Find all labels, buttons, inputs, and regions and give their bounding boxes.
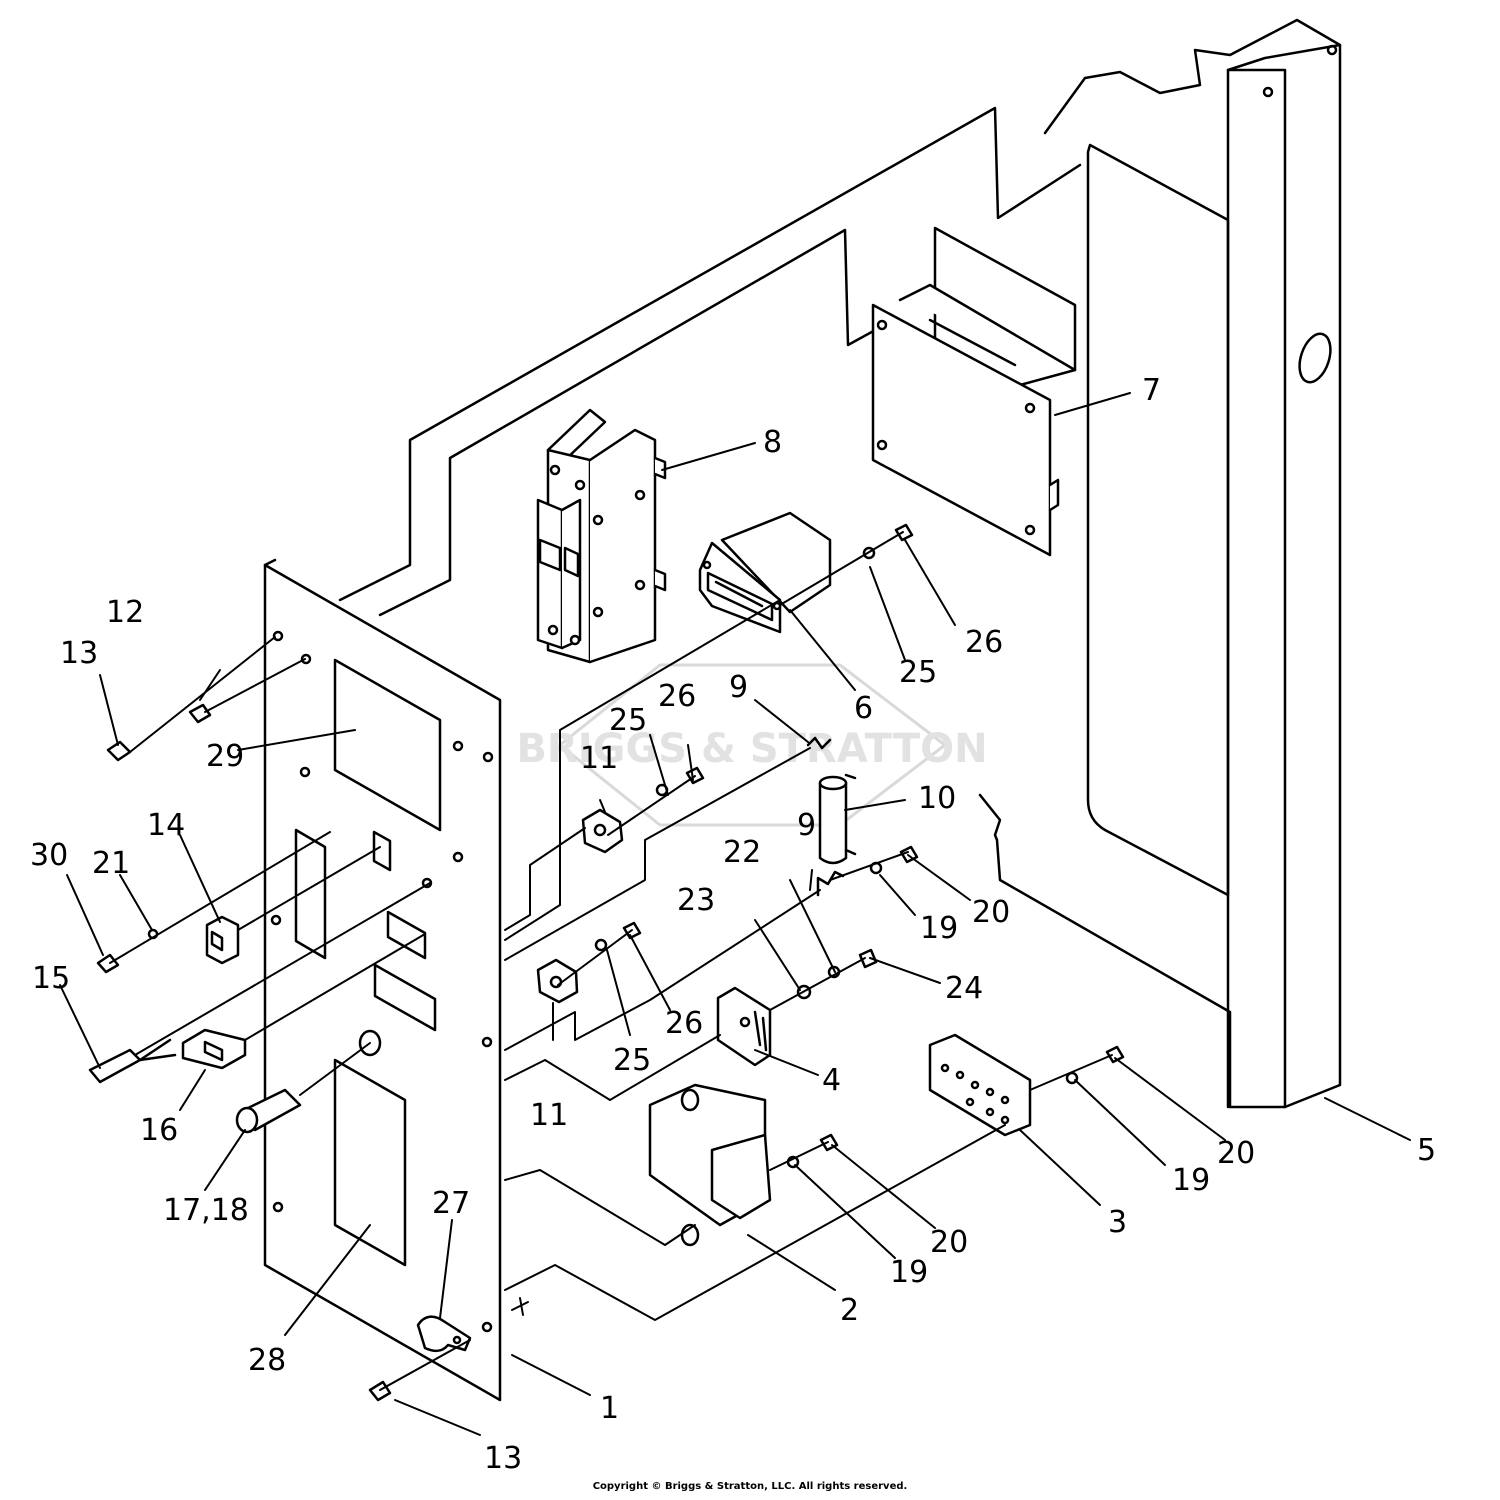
callout-25: 25	[609, 703, 647, 738]
callout-28: 28	[248, 1343, 286, 1378]
callout-8: 8	[763, 425, 782, 460]
callout-30: 30	[30, 838, 68, 873]
callout-20: 20	[972, 895, 1010, 930]
standoff	[536, 958, 579, 1004]
callout-25c: 25	[899, 655, 937, 690]
callout-10: 10	[918, 781, 956, 816]
spring-clip	[816, 870, 845, 897]
callout-22: 22	[723, 835, 761, 870]
callout-15: 15	[32, 961, 70, 996]
terminal-block	[928, 1033, 1032, 1137]
callout-4: 4	[822, 1063, 841, 1098]
callout-26: 26	[658, 679, 696, 714]
watermark-text: BRIGGS & STRATTON	[516, 726, 987, 772]
watermark-logo: BRIGGS & STRATTON	[516, 663, 988, 827]
capacitor	[818, 773, 857, 865]
callout-25b: 25	[613, 1043, 651, 1078]
callout-13b: 13	[484, 1441, 522, 1476]
callout-6: 6	[854, 691, 873, 726]
callout-19: 19	[920, 911, 958, 946]
panel-recess	[1086, 143, 1230, 897]
cable-clamp	[416, 1315, 472, 1353]
callout-labels: 1 2 3 4 5 6 7 8 9 9 10 11 11 12 13 13 14…	[30, 373, 1436, 1476]
copyright-notice: Copyright © Briggs & Stratton, LLC. All …	[592, 1481, 908, 1492]
callout-16: 16	[140, 1113, 178, 1148]
control-board	[871, 226, 1077, 557]
callout-11b: 11	[530, 1098, 568, 1133]
callout-9: 9	[729, 670, 748, 705]
callout-5: 5	[1417, 1133, 1436, 1168]
hourmeter	[698, 511, 832, 634]
callout-13: 13	[60, 636, 98, 671]
callout-3: 3	[1108, 1205, 1127, 1240]
rectifier	[716, 986, 772, 1067]
callout-24: 24	[945, 971, 983, 1006]
breaker	[536, 408, 667, 664]
back-panel-inner	[378, 228, 892, 617]
fuse-holder	[235, 1088, 302, 1134]
side-channel	[1226, 43, 1342, 1109]
callout-9b: 9	[797, 808, 816, 843]
callout-12: 12	[106, 595, 144, 630]
callout-27: 27	[432, 1186, 470, 1221]
indicator-lamp	[88, 1038, 177, 1084]
back-panel	[338, 18, 1342, 1109]
callout-2: 2	[840, 1293, 859, 1328]
control-panel	[263, 558, 502, 1402]
callout-29: 29	[206, 739, 244, 774]
callout-11: 11	[580, 741, 618, 776]
callout-26c: 26	[965, 625, 1003, 660]
callout-1: 1	[600, 1391, 619, 1426]
callout-26b: 26	[665, 1006, 703, 1041]
spring-clip	[806, 736, 832, 750]
callout-14: 14	[147, 808, 185, 843]
callout-17-18: 17,18	[163, 1193, 249, 1228]
callout-7: 7	[1142, 373, 1161, 408]
toggle-switch	[181, 1028, 247, 1070]
callout-21: 21	[92, 846, 130, 881]
callout-19b: 19	[1172, 1163, 1210, 1198]
callout-23: 23	[677, 883, 715, 918]
callout-20c: 20	[930, 1225, 968, 1260]
transformer	[648, 1083, 772, 1247]
callout-19c: 19	[890, 1255, 928, 1290]
rocker-switch	[205, 915, 240, 965]
callout-20b: 20	[1217, 1136, 1255, 1171]
standoff	[581, 808, 624, 854]
assembly-lines	[109, 531, 1113, 1391]
leader-lines	[59, 392, 1411, 1436]
